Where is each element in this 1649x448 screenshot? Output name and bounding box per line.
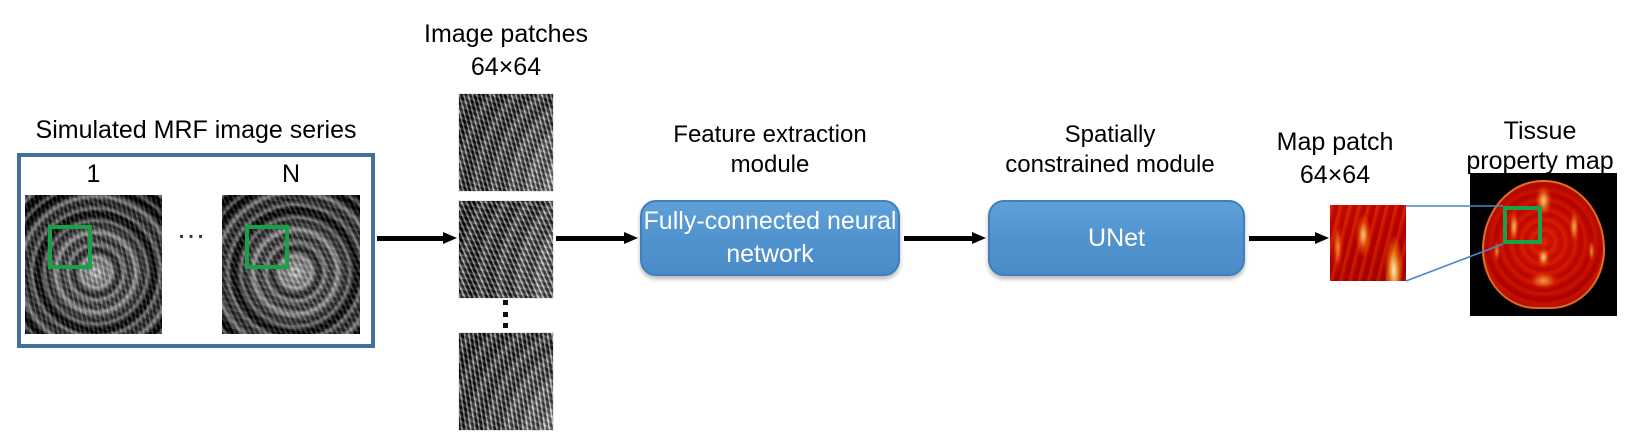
tissue-map-title-line2: property map bbox=[1466, 147, 1614, 175]
fully-connected-network-box[interactable]: Fully-connected neural network bbox=[640, 200, 900, 276]
map-patch-dimensions: 64×64 bbox=[1299, 161, 1371, 189]
map-patch-image bbox=[1330, 205, 1406, 281]
image-patches-dimensions: 64×64 bbox=[470, 53, 542, 81]
unet-label: UNet bbox=[1088, 223, 1145, 252]
patch-texture bbox=[459, 94, 553, 191]
arrow-head bbox=[624, 232, 638, 244]
mrf-frame-image-last bbox=[222, 195, 360, 334]
feature-extraction-title-line1: Feature extraction bbox=[673, 121, 867, 148]
patch-texture bbox=[459, 201, 553, 298]
map-patch-title: Map patch bbox=[1276, 128, 1394, 156]
feature-extraction-title-line2: module bbox=[730, 151, 810, 178]
arrow-shaft bbox=[556, 236, 624, 241]
mrf-series-title: Simulated MRF image series bbox=[35, 116, 357, 144]
mrf-frame-image-first bbox=[25, 195, 162, 334]
arrow-shaft bbox=[377, 236, 443, 241]
fully-connected-network-label: Fully-connected neural network bbox=[643, 207, 897, 268]
image-patches-title: Image patches bbox=[424, 20, 588, 48]
image-patch bbox=[458, 200, 554, 299]
patch-texture bbox=[459, 333, 553, 430]
mrf-frame-index-first: 1 bbox=[86, 160, 101, 188]
arrow-patches-to-feature-extraction bbox=[556, 232, 638, 244]
tissue-property-map-image bbox=[1470, 173, 1617, 316]
mrf-series-ellipsis: … bbox=[176, 212, 208, 245]
roi-box-tissue-map bbox=[1503, 206, 1542, 244]
brain-cortex-rim bbox=[1481, 180, 1606, 309]
spatially-constrained-title-line2: constrained module bbox=[1005, 151, 1215, 178]
roi-box-last-frame bbox=[245, 225, 289, 269]
spiral-aliasing-texture bbox=[25, 195, 162, 334]
patches-vertical-ellipsis-icon bbox=[498, 300, 512, 328]
arrow-head bbox=[972, 232, 986, 244]
feature-extraction-module-title: Feature extraction module bbox=[620, 120, 920, 180]
image-patch bbox=[458, 332, 554, 431]
arrow-unet-to-map-patch bbox=[1249, 232, 1329, 244]
arrow-head bbox=[443, 232, 457, 244]
spatially-constrained-title-line1: Spatially bbox=[1064, 121, 1156, 148]
roi-box-first-frame bbox=[48, 225, 92, 269]
hot-colormap-texture bbox=[1330, 205, 1406, 281]
arrow-series-to-patches bbox=[377, 232, 457, 244]
unet-box[interactable]: UNet bbox=[988, 200, 1245, 276]
arrow-shaft bbox=[904, 236, 972, 241]
image-patch bbox=[458, 93, 554, 192]
arrow-feature-extraction-to-unet bbox=[904, 232, 986, 244]
tissue-property-map-title: Tissue property map bbox=[1440, 116, 1640, 176]
arrow-shaft bbox=[1249, 236, 1315, 241]
tissue-map-title-line1: Tissue bbox=[1503, 117, 1577, 145]
spiral-aliasing-texture bbox=[222, 195, 360, 334]
spatially-constrained-module-title: Spatially constrained module bbox=[960, 120, 1260, 180]
brain-slice-shape bbox=[1481, 180, 1606, 309]
mrf-frame-index-last: N bbox=[281, 160, 301, 188]
arrow-head bbox=[1315, 232, 1329, 244]
